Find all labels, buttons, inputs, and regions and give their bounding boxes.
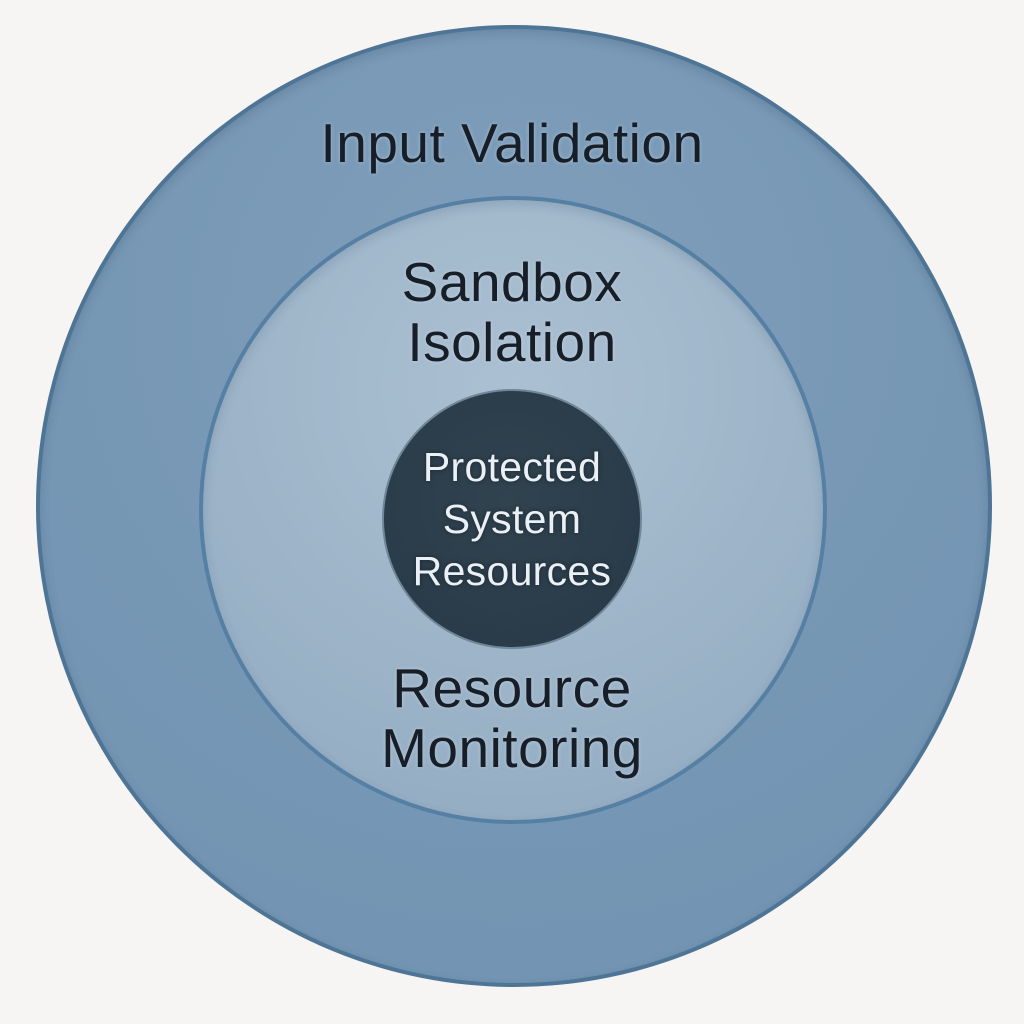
middle-ring-top-label-line: Isolation (407, 311, 617, 373)
middle-ring-bottom-label: Resource Monitoring (0, 658, 1024, 778)
core-label: Protected System Resources (413, 441, 612, 597)
middle-ring-bottom-label-line: Monitoring (381, 717, 643, 779)
core-label-line: Protected (422, 444, 602, 490)
core-label-line: System (442, 496, 582, 542)
outer-ring-label-text: Input Validation (320, 112, 704, 174)
core-circle: Protected System Resources (382, 389, 642, 649)
middle-ring-bottom-label-line: Resource (392, 657, 632, 719)
outer-ring-label: Input Validation (0, 110, 1024, 176)
middle-ring-top-label: Sandbox Isolation (0, 252, 1024, 372)
core-label-line: Resources (412, 548, 612, 594)
middle-ring-top-label-line: Sandbox (401, 251, 623, 313)
